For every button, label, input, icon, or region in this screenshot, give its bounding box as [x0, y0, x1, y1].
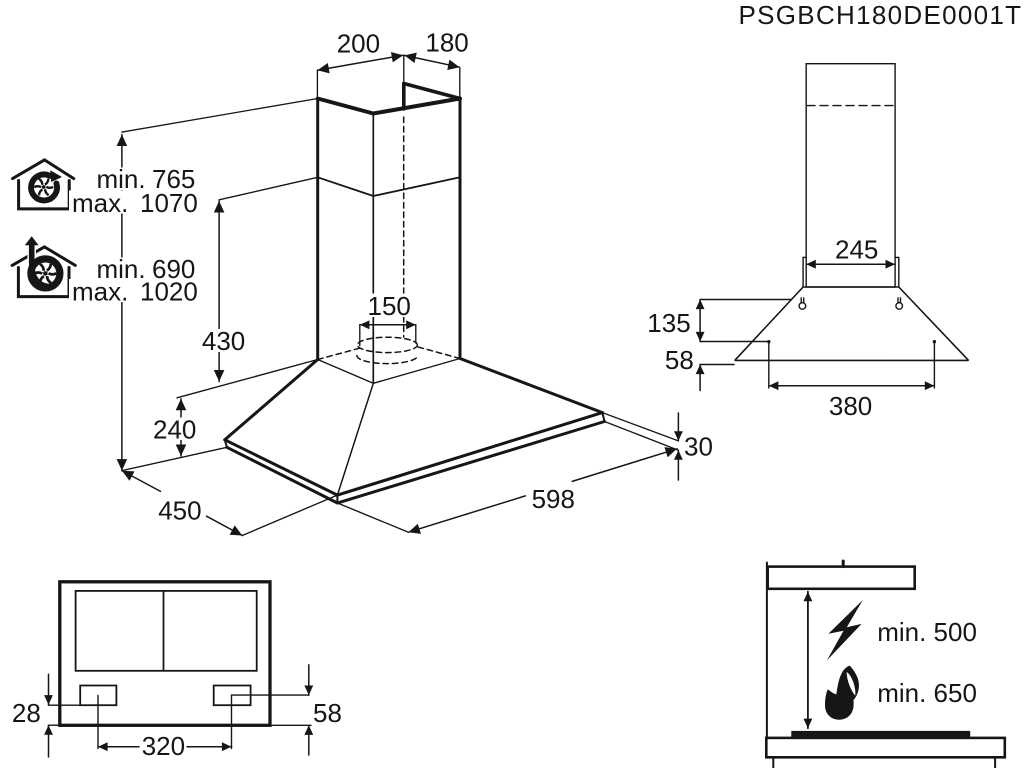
svg-text:765: 765: [152, 164, 195, 194]
svg-text:320: 320: [142, 731, 185, 761]
svg-text:min.: min.: [97, 254, 146, 284]
svg-text:380: 380: [829, 391, 872, 421]
svg-text:PSGBCH180DE0001T: PSGBCH180DE0001T: [739, 0, 1023, 30]
svg-text:28: 28: [12, 698, 41, 728]
svg-text:1020: 1020: [140, 277, 198, 307]
svg-text:min. 650: min. 650: [877, 678, 977, 708]
svg-text:max.: max.: [72, 188, 128, 218]
svg-text:450: 450: [158, 496, 201, 526]
svg-text:245: 245: [835, 235, 878, 265]
svg-text:min. 500: min. 500: [877, 617, 977, 647]
svg-text:200: 200: [337, 29, 380, 59]
svg-text:1070: 1070: [140, 188, 198, 218]
svg-text:430: 430: [202, 326, 245, 356]
svg-text:240: 240: [153, 415, 196, 445]
svg-text:max.: max.: [72, 277, 128, 307]
svg-text:30: 30: [684, 432, 713, 462]
svg-text:135: 135: [647, 308, 690, 338]
svg-text:58: 58: [313, 698, 342, 728]
svg-text:690: 690: [152, 254, 195, 284]
svg-text:598: 598: [532, 484, 575, 514]
svg-text:150: 150: [368, 291, 411, 321]
svg-text:min.: min.: [97, 164, 146, 194]
svg-text:58: 58: [665, 345, 694, 375]
svg-text:180: 180: [425, 28, 468, 58]
